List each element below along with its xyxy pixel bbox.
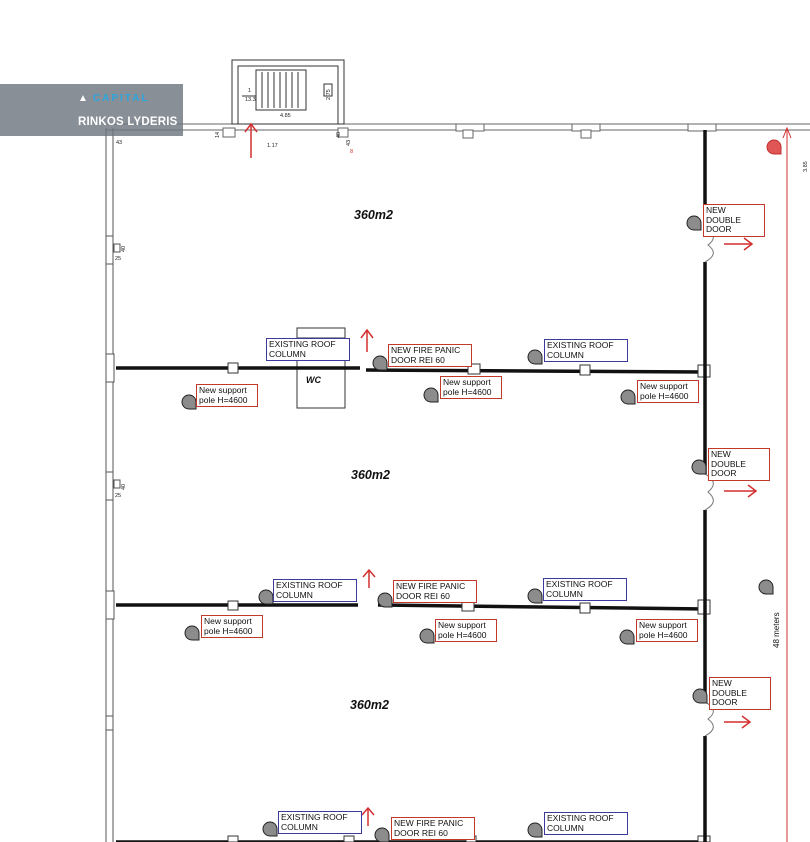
new-support-pole-label: New support pole H=4600 xyxy=(196,384,258,407)
area-label-room-1: 360m2 xyxy=(354,208,393,222)
stair-dim-offset: 1.17 xyxy=(267,143,278,149)
new-support-pole-label: New support pole H=4600 xyxy=(636,619,698,642)
stair-area: 13.3 xyxy=(245,97,256,103)
existing-roof-column-label: EXISTING ROOF COLUMN xyxy=(544,339,628,362)
existing-roof-column-label: EXISTING ROOF COLUMN xyxy=(278,811,362,834)
stair-dim-width: 4.85 xyxy=(280,113,291,119)
stair-number: 1 xyxy=(248,88,252,94)
logo-mark-icon: ▲ xyxy=(78,93,90,104)
new-fire-panic-door-label: NEW FIRE PANIC DOOR REI 60 xyxy=(393,580,477,603)
dim-label: 8 xyxy=(350,149,354,155)
logo-banner: ▲CAPITAL RINKOS LYDERIS xyxy=(0,84,183,136)
new-support-pole-label: New support pole H=4600 xyxy=(440,376,502,399)
dim-label: 40 xyxy=(336,131,342,138)
dim-label: 43 xyxy=(116,140,123,146)
dim-label: 25 xyxy=(115,493,122,499)
existing-roof-column-label: EXISTING ROOF COLUMN xyxy=(543,578,627,601)
new-double-door-label: NEW DOUBLE DOOR xyxy=(703,204,765,237)
new-support-pole-label: New support pole H=4600 xyxy=(201,615,263,638)
stairwell xyxy=(231,59,345,125)
area-label-room-2: 360m2 xyxy=(351,468,390,482)
existing-roof-column-label: EXISTING ROOF COLUMN xyxy=(544,812,628,835)
logo-brand: ▲CAPITAL xyxy=(78,93,150,104)
length-label: 48 meters xyxy=(772,612,781,648)
red-marker xyxy=(766,139,782,155)
dim-label: 14 xyxy=(215,131,221,138)
new-double-door-label: NEW DOUBLE DOOR xyxy=(709,677,771,710)
exit-arrows-up xyxy=(244,122,376,826)
new-support-pole-label: New support pole H=4600 xyxy=(435,619,497,642)
partition-walls xyxy=(116,366,707,842)
new-double-door-label: NEW DOUBLE DOOR xyxy=(708,448,770,481)
new-support-pole-label: New support pole H=4600 xyxy=(637,380,699,403)
stair-dim-height: 2.75 xyxy=(326,89,332,100)
left-wall-marks xyxy=(105,235,121,731)
logo-name: RINKOS LYDERIS xyxy=(78,116,178,128)
exit-arrows-right xyxy=(724,237,758,729)
new-fire-panic-door-label: NEW FIRE PANIC DOOR REI 60 xyxy=(391,817,475,840)
dim-label: 3.85 xyxy=(803,161,809,172)
dim-label: 43 xyxy=(346,139,352,146)
top-wall-windows xyxy=(222,123,717,139)
dim-label: 25 xyxy=(115,256,122,262)
existing-roof-column-label: EXISTING ROOF COLUMN xyxy=(266,338,350,361)
dim-label: 40 xyxy=(121,245,127,252)
existing-roof-column-label: EXISTING ROOF COLUMN xyxy=(273,579,357,602)
wc-label: WC xyxy=(306,375,321,385)
area-label-room-3: 360m2 xyxy=(350,698,389,712)
grey-markers xyxy=(181,215,774,842)
length-measure-line xyxy=(782,126,792,842)
new-fire-panic-door-label: NEW FIRE PANIC DOOR REI 60 xyxy=(388,344,472,367)
dim-label: 40 xyxy=(121,483,127,490)
